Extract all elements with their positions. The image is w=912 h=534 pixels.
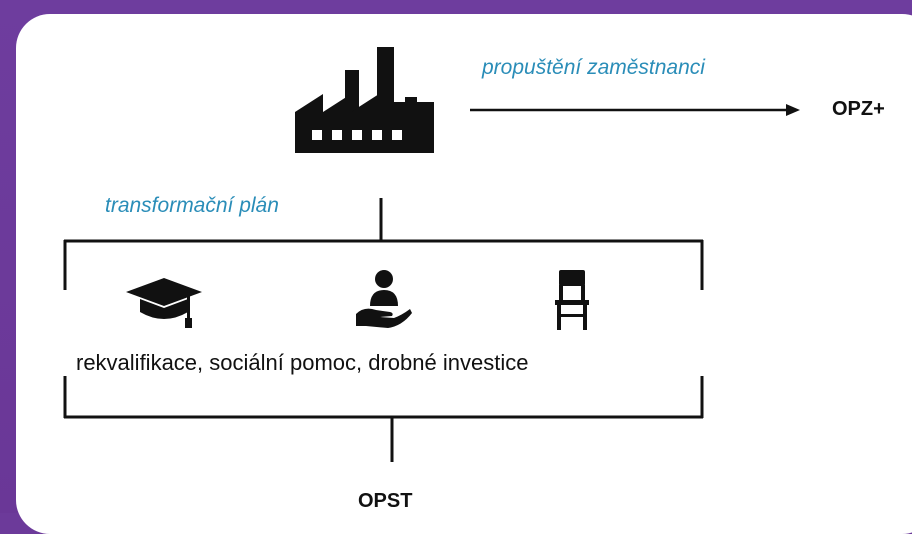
bottom-target-label: OPST xyxy=(358,490,413,512)
arrow-head xyxy=(786,104,800,116)
measures-label: rekvalifikace, sociální pomoc, drobné in… xyxy=(76,350,529,375)
slide-card xyxy=(16,14,912,534)
graduation-cap-icon xyxy=(126,278,202,328)
diagram-lines xyxy=(63,104,800,462)
arrow-label: propuštění zaměstnanci xyxy=(482,56,705,79)
chair-icon xyxy=(555,270,589,330)
helping-hand-person-icon xyxy=(356,270,412,328)
factory-icon xyxy=(295,47,434,153)
plan-label: transformační plán xyxy=(105,194,279,217)
arrow-target-label: OPZ+ xyxy=(832,98,885,120)
